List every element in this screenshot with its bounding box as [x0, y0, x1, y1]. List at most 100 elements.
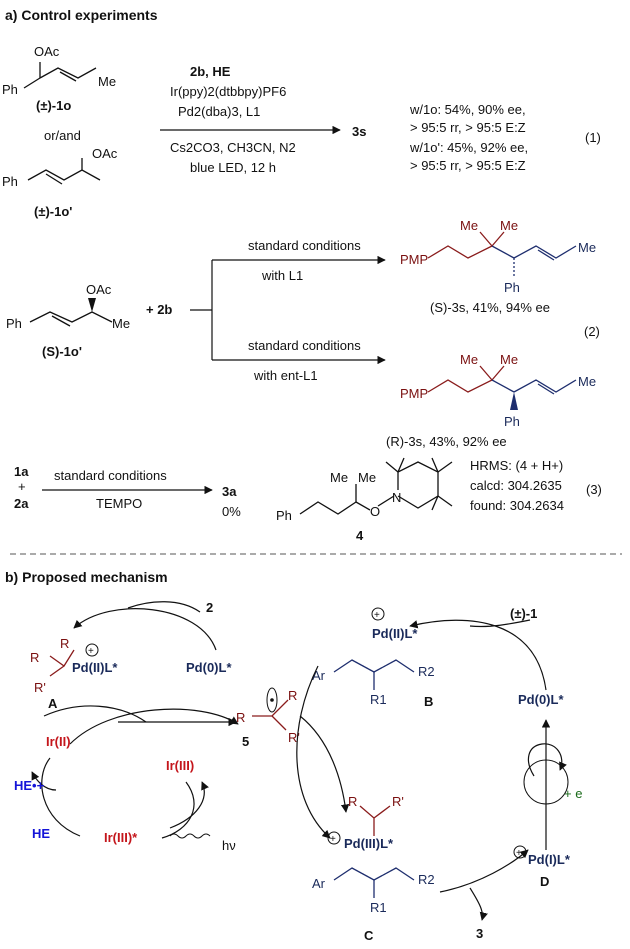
compound-1o-prime: OAc Ph (±)-1o': [2, 146, 118, 219]
branch-bracket: [190, 260, 213, 360]
A-to-ir-arc: [43, 705, 147, 723]
ph-label-1: Ph: [2, 82, 18, 97]
ir3-star-label: Ir(III)*: [104, 830, 138, 845]
plus-sign-3: +: [18, 479, 26, 494]
reactant-2a: 2a: [14, 496, 29, 511]
radical-R1: R: [236, 710, 245, 725]
me-label-3: Me: [112, 316, 130, 331]
product-s-3s: PMP Me Me Ph Me: [400, 218, 596, 295]
product-r-3s: PMP Me Me Ph Me: [400, 352, 596, 429]
result-line-3: w/1o': 45%, 92% ee,: [409, 140, 528, 155]
he-label: HE: [32, 826, 50, 841]
B-r2: R2: [418, 664, 435, 679]
reagent-line-1: 2b, HE: [190, 64, 231, 79]
compound-label-s-1o-prime: (S)-1o': [42, 344, 82, 359]
me-label-c: Me: [578, 240, 596, 255]
equation-number-2: (2): [584, 324, 600, 339]
condition-line-1: Cs2CO3, CH3CN, N2: [170, 140, 296, 155]
reagent-line-2: Ir(ppy)2(dtbbpy)PF6: [170, 84, 286, 99]
electron-circle: [523, 759, 569, 805]
result-line-1: w/1o: 54%, 90% ee,: [409, 102, 526, 117]
ph-label-3: Ph: [6, 316, 22, 331]
excitation-arrow: [169, 781, 209, 829]
compound-label-1o-prime: (±)-1o': [34, 204, 72, 219]
compound-label-1o: (±)-1o: [36, 98, 71, 113]
top-condition: standard conditions: [248, 238, 361, 253]
svg-text:+: +: [516, 848, 522, 859]
radical-capture-arrow: [299, 715, 350, 813]
hv-label: hν: [222, 838, 236, 853]
svg-text:+: +: [374, 610, 380, 621]
A-R2: R: [60, 636, 69, 651]
reagent-line-3: Pd2(dba)3, L1: [178, 104, 260, 119]
ir-to-pd0-arc: [69, 708, 239, 745]
hrms-calcd: calcd: 304.2635: [470, 478, 562, 493]
input-1-arrow: [469, 619, 531, 628]
tempo-label: TEMPO: [96, 496, 142, 511]
ir-cycle-right-arc: [161, 781, 195, 839]
me-label-e: Me: [500, 352, 518, 367]
result-line-4: > 95:5 rr, > 95:5 E:Z: [410, 158, 526, 173]
C-R1: R: [348, 794, 357, 809]
condition-3: standard conditions: [54, 468, 167, 483]
pd-B-label: Pd(II)L*: [372, 626, 418, 641]
pmp-label-1: PMP: [400, 252, 428, 267]
label-5: 5: [242, 734, 249, 749]
ir2-label: Ir(II): [46, 734, 71, 749]
equation-number-3: (3): [586, 482, 602, 497]
adduct-4-label: 4: [356, 528, 364, 543]
or-and-text: or/and: [44, 128, 81, 143]
nitrogen-label: N: [392, 490, 401, 505]
intermediate-D: + Pd(I)L* D: [513, 845, 571, 889]
top-ligand: with L1: [261, 268, 303, 283]
result-line-2: > 95:5 rr, > 95:5 E:Z: [410, 120, 526, 135]
oac-label-2: OAc: [92, 146, 118, 161]
product-3a: 3a: [222, 484, 237, 499]
me-label-a: Me: [460, 218, 478, 233]
label-C: C: [364, 928, 374, 943]
input-1-label: (±)-1: [510, 606, 537, 621]
svg-text:+: +: [330, 834, 336, 845]
C-r1: R1: [370, 900, 387, 915]
bottom-condition: standard conditions: [248, 338, 361, 353]
hrms-found: found: 304.2634: [470, 498, 564, 513]
pmp-label-2: PMP: [400, 386, 428, 401]
reactant-1a: 1a: [14, 464, 29, 479]
result-s-3s: (S)-3s, 41%, 94% ee: [430, 300, 550, 315]
input-2-label: 2: [206, 600, 213, 615]
me-label-4a: Me: [330, 470, 348, 485]
radical-R2: R: [288, 688, 297, 703]
hrms-label: HRMS: (4 + H+): [470, 458, 563, 473]
pd0-left-label: Pd(0)L*: [186, 660, 232, 675]
B-to-C-arrow: [296, 665, 331, 839]
label-A: A: [48, 696, 58, 711]
he-oxidation-arrow: [31, 771, 57, 791]
intermediate-C: R R' + Pd(III)L* Ar R2 R1 C: [312, 794, 435, 943]
electron-loop: [527, 743, 567, 777]
pd-A-label: Pd(II)L*: [72, 660, 118, 675]
equation-number-1: (1): [585, 130, 601, 145]
pd-cycle-top-arc: [73, 608, 217, 651]
A-R1: R: [30, 650, 39, 665]
bottom-ligand: with ent-L1: [253, 368, 318, 383]
section-a-title: a) Control experiments: [5, 7, 158, 23]
me-label-1: Me: [98, 74, 116, 89]
me-label-d: Me: [460, 352, 478, 367]
C-R2: R': [392, 794, 404, 809]
yield-3a: 0%: [222, 504, 241, 519]
ph-label-4: Ph: [276, 508, 292, 523]
result-r-3s: (R)-3s, 43%, 92% ee: [386, 434, 507, 449]
compound-s-1o-prime: OAc Ph Me (S)-1o': [6, 282, 130, 359]
C-r2: R2: [418, 872, 435, 887]
oxygen-label: O: [370, 504, 380, 519]
input-2-arrow: [127, 601, 201, 613]
pd-C-label: Pd(III)L*: [344, 836, 394, 851]
ir-cycle-left-arc: [41, 757, 81, 837]
section-b-title: b) Proposed mechanism: [5, 569, 168, 585]
compound-1o: OAc Ph Me (±)-1o: [2, 44, 116, 113]
condition-line-2: blue LED, 12 h: [190, 160, 276, 175]
ph-product-1: Ph: [504, 280, 520, 295]
pd0-right-label: Pd(0)L*: [518, 692, 564, 707]
light-wavy-line: [169, 833, 211, 839]
